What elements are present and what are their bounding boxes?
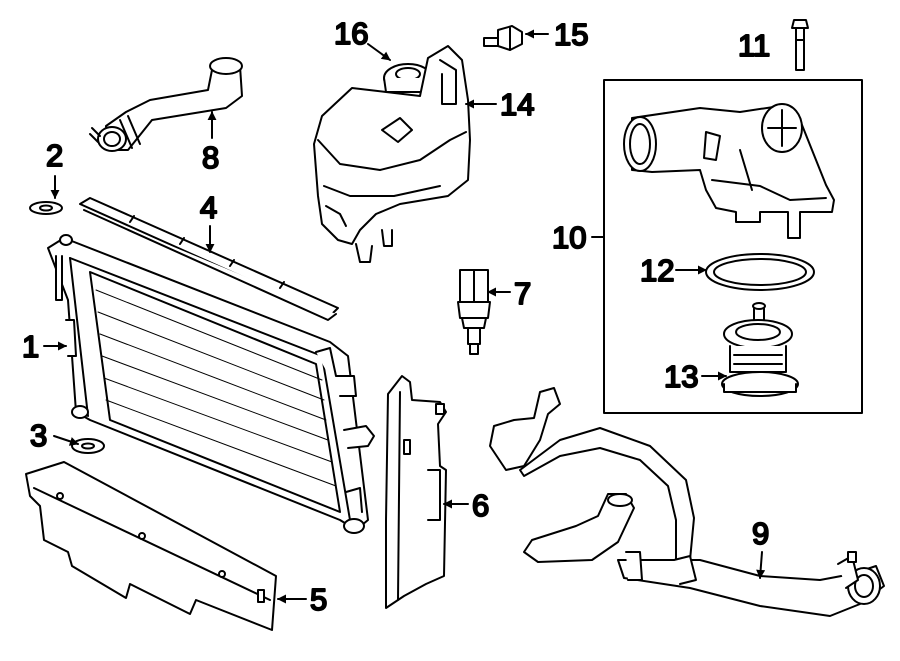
callout-7: 7	[514, 276, 531, 311]
bolt-11	[791, 19, 809, 71]
upper-hose	[89, 57, 243, 152]
arrow-3	[53, 435, 79, 446]
coolant-reservoir	[313, 45, 471, 263]
radiator	[47, 234, 375, 534]
callout-14: 14	[500, 87, 534, 122]
air-deflector	[25, 461, 277, 631]
callout-9: 9	[752, 516, 769, 551]
radiator-core	[95, 289, 337, 487]
callout-15: 15	[554, 17, 588, 52]
arrow-9	[756, 551, 766, 579]
callout-10: 10	[552, 220, 586, 255]
thermostat-housing	[623, 103, 835, 239]
callout-1: 1	[22, 329, 39, 364]
callout-3: 3	[30, 418, 47, 453]
callout-12: 12	[640, 253, 674, 288]
washer-3	[71, 438, 105, 454]
lower-hose	[489, 387, 885, 617]
seal-strip	[79, 197, 339, 321]
callout-13: 13	[664, 359, 698, 394]
callout-arrows	[43, 29, 766, 604]
callout-8: 8	[202, 140, 219, 175]
thermostat-gasket	[705, 253, 815, 291]
thermostat	[721, 302, 799, 397]
callout-16: 16	[334, 16, 368, 51]
callout-4: 4	[200, 190, 217, 225]
callout-11: 11	[738, 28, 770, 63]
screw-15	[483, 25, 523, 51]
side-shield	[385, 375, 447, 609]
callout-5: 5	[310, 582, 327, 617]
callout-6: 6	[472, 488, 489, 523]
callout-labels: 1 2 3 4 5 6 7 8 9 10 11 12 13 14 15 16	[21, 15, 771, 618]
temperature-sensor	[457, 269, 491, 355]
arrow-16	[367, 43, 391, 61]
washer-2	[29, 201, 63, 215]
callout-2: 2	[46, 138, 63, 173]
